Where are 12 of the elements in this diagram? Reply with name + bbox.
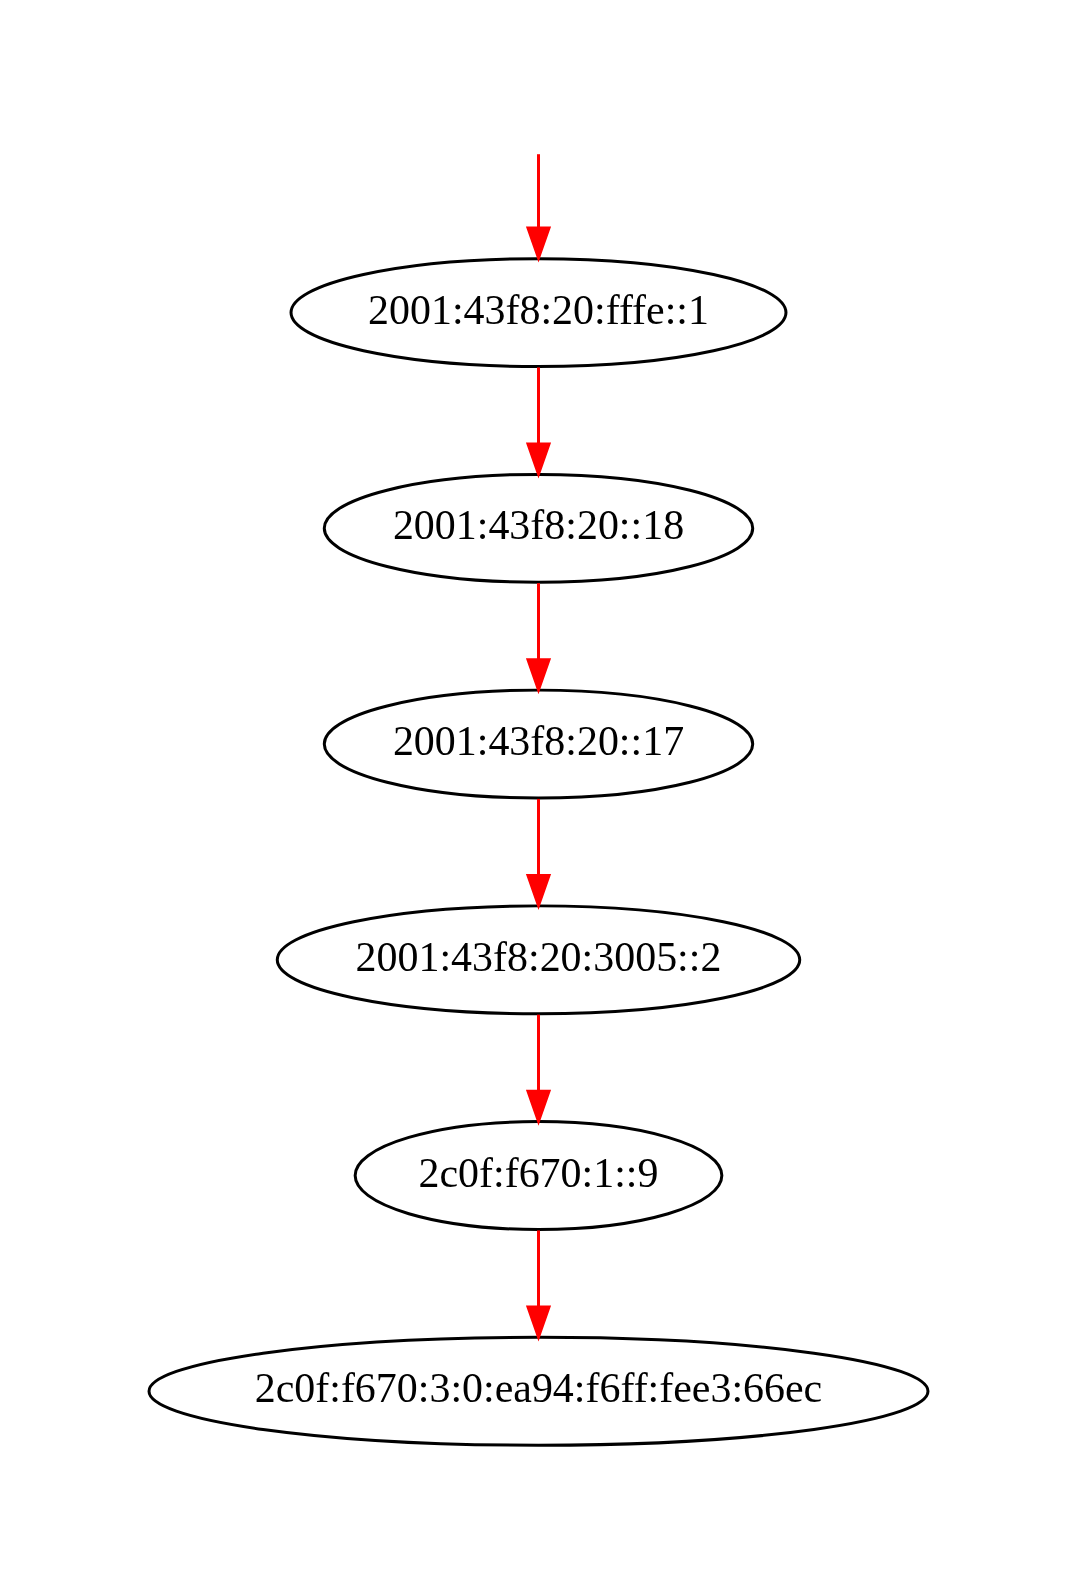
node-ellipse: 2001:43f8:20:fffe::1 [289,257,787,368]
node-ellipse: 2001:43f8:20:3005::2 [275,904,801,1016]
arrow [525,1230,551,1342]
node-ellipse: 2001:43f8:20::18 [322,472,754,584]
arrow [525,798,551,911]
arrow [525,1014,551,1126]
arrow [525,154,551,263]
arrow [525,367,551,479]
node-ellipse: 2c0f:f670:3:0:ea94:f6ff:fee3:66ec [147,1335,929,1447]
node-ellipse: 2001:43f8:20::17 [322,688,754,800]
arrow [525,583,551,695]
node-ellipse: 2c0f:f670:1::9 [353,1120,723,1231]
